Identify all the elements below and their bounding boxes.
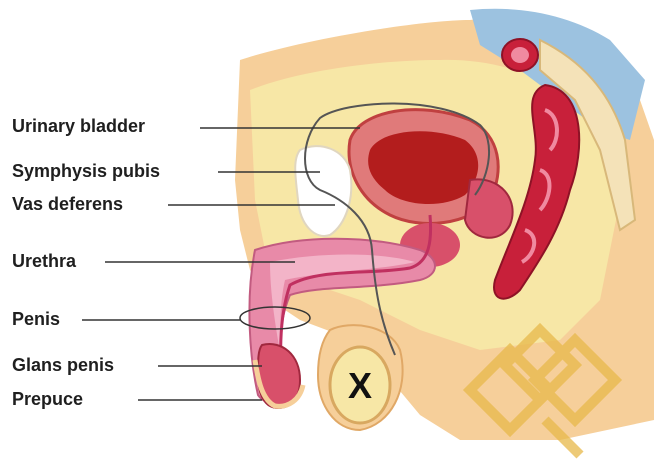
label-glans-penis: Glans penis	[12, 355, 114, 375]
label-symphysis-pubis: Symphysis pubis	[12, 161, 160, 181]
testis-marker: X	[348, 365, 372, 406]
label-vas-deferens: Vas deferens	[12, 194, 123, 214]
label-urinary-bladder: Urinary bladder	[12, 116, 145, 136]
label-prepuce: Prepuce	[12, 389, 83, 409]
colon-lumen	[511, 47, 529, 63]
label-penis: Penis	[12, 309, 60, 329]
label-urethra: Urethra	[12, 251, 76, 271]
